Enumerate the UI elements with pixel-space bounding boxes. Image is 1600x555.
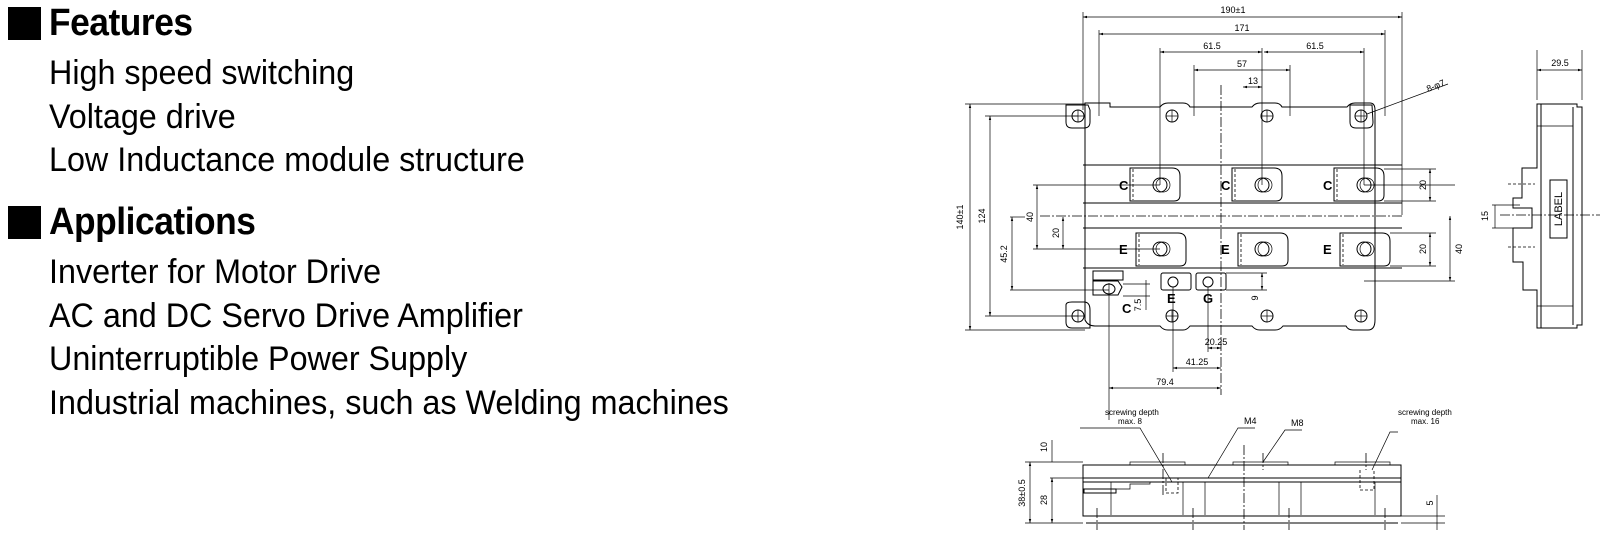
label-text: LABEL (1553, 192, 1565, 226)
terminal-label-c: C (1323, 178, 1333, 193)
square-bullet-icon (8, 205, 41, 239)
dimension-lines-right (1123, 168, 1455, 310)
dim-body-28: 28 (1039, 495, 1049, 505)
dimension-lines-top (1082, 12, 1449, 215)
dim-base-5: 5 (1425, 500, 1435, 505)
dim-overall-width: 190±1 (1221, 5, 1246, 15)
side-view (1492, 50, 1600, 329)
feature-item: Voltage drive (49, 97, 236, 136)
applications-list: Inverter for Motor Drive AC and DC Servo… (8, 251, 765, 425)
dim-offset-13: 13 (1248, 76, 1258, 86)
dim-top-10: 10 (1039, 442, 1049, 452)
terminal-label-aux-c: C (1122, 301, 1132, 316)
mount-holes (1065, 104, 1374, 329)
dim-mid-hole-span: 57 (1237, 59, 1247, 69)
terminal-label-aux-e: E (1167, 291, 1176, 306)
label-box (1549, 179, 1568, 239)
dim-ce-pitch: 40 (1025, 212, 1035, 222)
dim-terminal-pitch-left: 61.5 (1203, 41, 1221, 51)
screw-left-line1: screwing depth (1105, 408, 1159, 417)
top-view: C C C E E E C E G (955, 5, 1464, 420)
callout-m8: M8 (1291, 418, 1304, 428)
dim-aux-c-height: 7.5 (1133, 299, 1143, 312)
features-section: Features High speed switching Voltage dr… (8, 2, 550, 183)
feature-item: Low Inductance module structure (49, 141, 525, 179)
dim-gate-offset: 45.2 (999, 245, 1009, 263)
application-item: Industrial machines, such as Welding mac… (49, 383, 729, 422)
dim-mount-hole-span: 171 (1234, 23, 1249, 33)
application-item: Uninterruptible Power Supply (49, 340, 468, 378)
dimension-lines-left (965, 103, 1160, 331)
terminal-label-e: E (1119, 242, 1128, 257)
dim-c-offset-aux: 79.4 (1156, 377, 1174, 387)
dim-e-offset-aux: 41.25 (1186, 357, 1209, 367)
terminal-label-e: E (1323, 242, 1332, 257)
dim-overall-height: 140±1 (955, 205, 965, 230)
application-item: Inverter for Motor Drive (49, 253, 382, 291)
features-heading: Features (8, 2, 550, 44)
dim-side-depth: 29.5 (1551, 58, 1569, 68)
dimension-lines-bottom (1109, 287, 1221, 390)
dim-e-tab-height: 20 (1418, 244, 1428, 254)
terminal-label-e: E (1221, 242, 1230, 257)
dim-c-tab-height: 20 (1418, 180, 1428, 190)
square-bullet-icon (8, 6, 41, 40)
features-list: High speed switching Voltage drive Low I… (8, 52, 550, 183)
feature-item: High speed switching (49, 54, 355, 92)
application-item: AC and DC Servo Drive Amplifier (49, 296, 523, 335)
dim-hole-callout: 8-φ7 (1425, 78, 1446, 94)
screw-right-line2: max. 16 (1411, 417, 1440, 426)
front-view (1025, 427, 1445, 530)
dim-g-offset: 20.25 (1205, 337, 1228, 347)
screw-left-line2: max. 8 (1118, 417, 1143, 426)
applications-title: Applications (49, 200, 256, 243)
dim-aux-gap: 9 (1250, 295, 1260, 300)
terminal-row-e (1135, 232, 1391, 267)
features-title: Features (49, 1, 193, 44)
dim-total-height: 38±0.5 (1017, 479, 1027, 506)
dim-mount-hole-height: 124 (977, 208, 987, 223)
callout-m4: M4 (1244, 416, 1257, 426)
screw-right-line1: screwing depth (1398, 408, 1452, 417)
terminal-label-c: C (1119, 178, 1129, 193)
applications-heading: Applications (8, 201, 765, 243)
terminal-label-c: C (1221, 178, 1231, 193)
terminal-row-c (1129, 167, 1385, 202)
applications-section: Applications Inverter for Motor Drive AC… (8, 201, 765, 425)
dim-right-40: 40 (1454, 244, 1464, 254)
module-outline (1084, 102, 1376, 331)
dim-terminal-pitch-right: 61.5 (1306, 41, 1324, 51)
dim-e-offset: 20 (1051, 228, 1061, 238)
dim-side-offset: 15 (1480, 211, 1490, 221)
